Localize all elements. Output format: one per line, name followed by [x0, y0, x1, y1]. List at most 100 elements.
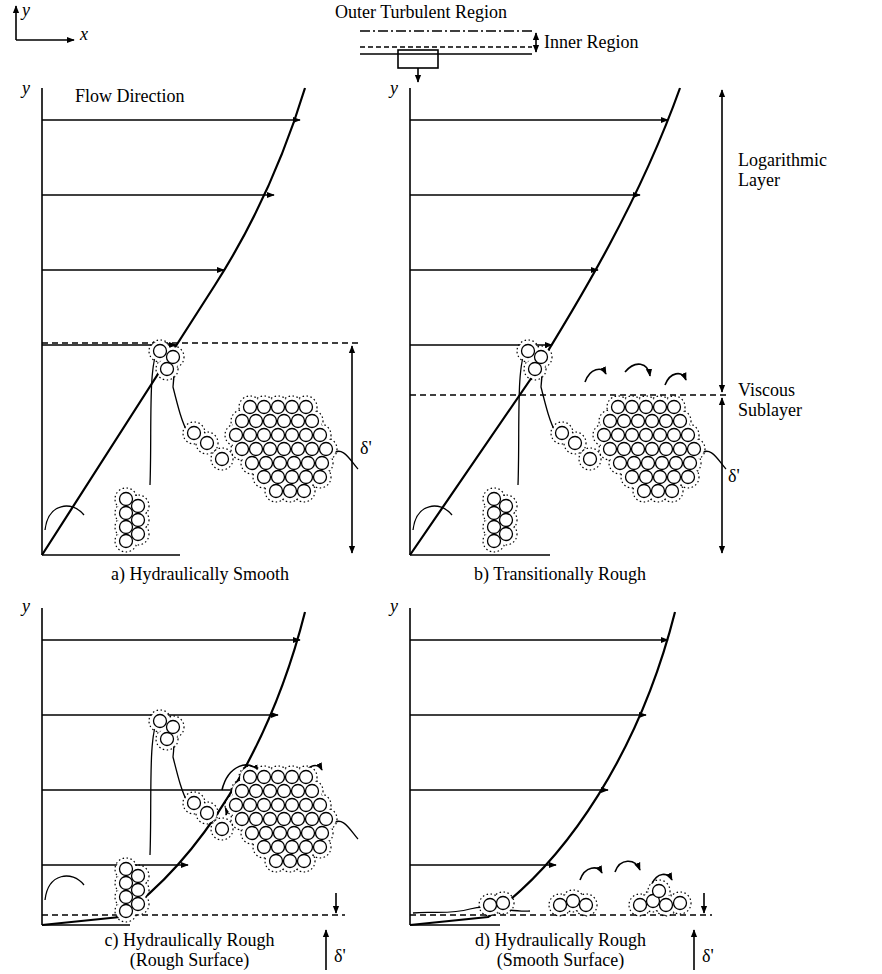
thickness-label: δ' [702, 946, 714, 966]
grain [201, 807, 214, 820]
grain [154, 715, 167, 728]
grain [484, 899, 497, 912]
rough-surface [45, 340, 358, 552]
grain [272, 771, 285, 784]
grain [244, 799, 257, 812]
smooth-rough-surface [413, 880, 691, 916]
grain [274, 457, 287, 470]
grain [646, 443, 659, 456]
grain [300, 401, 313, 414]
grain [500, 514, 513, 527]
grain [632, 415, 645, 428]
grain [626, 471, 639, 484]
grain [292, 785, 305, 798]
grain [580, 899, 593, 912]
grain [638, 485, 651, 498]
grain [167, 721, 180, 734]
grain [642, 457, 655, 470]
region-label: Outer Turbulent Region [335, 2, 507, 22]
grain [120, 521, 133, 534]
bed-peak [150, 717, 188, 855]
grain [236, 443, 249, 456]
grain-fill [670, 893, 690, 913]
grain [286, 429, 299, 442]
grain-fill [580, 449, 600, 469]
grain-fill [294, 481, 314, 501]
grain [236, 813, 249, 826]
grain [161, 733, 174, 746]
grain [132, 884, 145, 897]
grain [120, 905, 133, 918]
grain [529, 363, 542, 376]
grain [236, 785, 249, 798]
grain [488, 493, 501, 506]
grain [306, 443, 319, 456]
grain [604, 443, 617, 456]
grain [120, 507, 133, 520]
grain [298, 855, 311, 868]
grain [626, 401, 639, 414]
grain [244, 771, 257, 784]
grain [626, 429, 639, 442]
grain [653, 885, 666, 898]
grain [314, 429, 327, 442]
grain [668, 401, 681, 414]
grain [300, 471, 313, 484]
thickness-label: δ' [334, 946, 346, 966]
panel-caption: d) Hydraulically Rough (Smooth Surface) [458, 930, 663, 970]
grain-fill [294, 851, 314, 871]
layer-label: Viscous Sublayer [738, 380, 848, 420]
grain [274, 827, 287, 840]
grain [188, 797, 201, 810]
thickness-label: δ' [728, 466, 740, 486]
grain [216, 823, 229, 836]
grain [618, 443, 631, 456]
grain [120, 891, 133, 904]
bed-outline [45, 506, 84, 530]
grain [682, 429, 695, 442]
grain [668, 471, 681, 484]
grain [666, 485, 679, 498]
flow-label: Flow Direction [75, 86, 185, 106]
grain-fill [212, 819, 232, 839]
grain-fill [310, 837, 330, 857]
grain [250, 813, 263, 826]
grain-outline [211, 448, 233, 470]
grain [244, 429, 257, 442]
grain [316, 827, 329, 840]
panel-caption: a) Hydraulically Smooth [70, 564, 330, 584]
grain [270, 855, 283, 868]
grain [314, 471, 327, 484]
grain [660, 443, 673, 456]
grain [488, 507, 501, 520]
grain [250, 415, 263, 428]
grain [640, 471, 653, 484]
grain [604, 415, 617, 428]
grain [258, 799, 271, 812]
grain [258, 401, 271, 414]
grain [632, 443, 645, 456]
grain [120, 863, 133, 876]
grain [286, 401, 299, 414]
grain [284, 485, 297, 498]
grain [500, 500, 513, 513]
grain-fill [310, 467, 330, 487]
grain [306, 813, 319, 826]
grain [300, 841, 313, 854]
grain [497, 897, 510, 910]
grain [614, 457, 627, 470]
grain [674, 443, 687, 456]
grain [258, 771, 271, 784]
grain [258, 471, 271, 484]
grain [264, 785, 277, 798]
grain [161, 363, 174, 376]
grain [656, 457, 669, 470]
grain [132, 528, 145, 541]
grain [306, 785, 319, 798]
grain [634, 899, 647, 912]
grain [120, 877, 133, 890]
axis-label: y [390, 78, 398, 98]
grain [120, 535, 133, 548]
grain [554, 899, 567, 912]
